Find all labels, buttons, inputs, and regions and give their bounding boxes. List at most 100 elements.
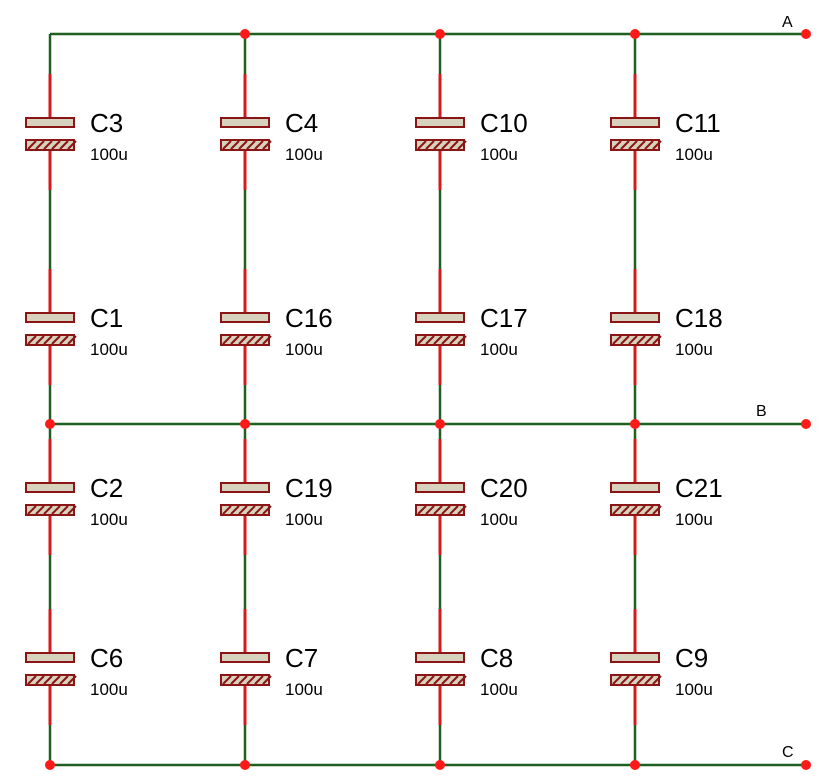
hatch-line xyxy=(449,505,459,515)
hatch-line xyxy=(417,335,427,345)
capacitor-negative-plate xyxy=(610,504,660,516)
junctions-layer xyxy=(45,29,811,770)
hatch-line xyxy=(27,675,37,685)
hatch-line xyxy=(636,505,646,515)
hatch-line xyxy=(644,505,654,515)
capacitor-ref-label: C9 xyxy=(675,643,708,673)
capacitor-negative-plate xyxy=(25,334,75,346)
capacitor-value-label: 100u xyxy=(90,145,128,164)
hatch-line xyxy=(27,505,37,515)
hatch-line xyxy=(43,675,53,685)
capacitor-ref-label: C10 xyxy=(480,108,528,138)
hatch-line xyxy=(441,675,451,685)
hatch-line xyxy=(35,505,45,515)
capacitor-negative-plate xyxy=(25,674,75,686)
capacitor-positive-plate xyxy=(220,482,270,493)
capacitor-positive-plate xyxy=(610,482,660,493)
net-label-a: A xyxy=(782,14,793,31)
hatch-line xyxy=(35,675,45,685)
hatch-line xyxy=(27,335,37,345)
capacitor-c7[interactable]: C7 100u xyxy=(220,609,323,725)
capacitor-positive-plate xyxy=(25,312,75,323)
hatch-line xyxy=(636,335,646,345)
capacitor-negative-plate xyxy=(220,674,270,686)
capacitor-negative-plate xyxy=(220,334,270,346)
capacitor-c9[interactable]: C9 100u xyxy=(610,609,713,725)
hatch-line xyxy=(628,140,638,150)
junction-dot xyxy=(240,419,250,429)
capacitor-value-label: 100u xyxy=(675,145,713,164)
capacitor-positive-plate xyxy=(610,652,660,663)
hatch-line xyxy=(51,140,61,150)
hatch-line xyxy=(417,675,427,685)
hatch-line xyxy=(67,335,77,345)
hatch-line xyxy=(441,335,451,345)
capacitor-c3[interactable]: C3 100u xyxy=(25,74,128,190)
hatch-line xyxy=(425,140,435,150)
junction-dot xyxy=(630,419,640,429)
capacitor-value-label: 100u xyxy=(480,510,518,529)
capacitor-negative-plate xyxy=(220,139,270,151)
hatch-line xyxy=(441,140,451,150)
capacitor-ref-label: C7 xyxy=(285,643,318,673)
junction-dot xyxy=(240,760,250,770)
capacitor-value-label: 100u xyxy=(675,680,713,699)
hatch-line xyxy=(425,505,435,515)
hatch-line xyxy=(652,335,662,345)
hatch-line xyxy=(222,675,232,685)
capacitor-ref-label: C3 xyxy=(90,108,123,138)
hatch-line xyxy=(644,675,654,685)
junction-dot xyxy=(435,760,445,770)
junction-dot xyxy=(801,419,811,429)
capacitor-ref-label: C8 xyxy=(480,643,513,673)
hatch-line xyxy=(457,335,467,345)
capacitor-negative-plate xyxy=(610,139,660,151)
hatch-line xyxy=(449,675,459,685)
capacitor-positive-plate xyxy=(25,482,75,493)
hatch-line xyxy=(254,140,264,150)
junction-dot xyxy=(45,419,55,429)
hatch-line xyxy=(51,675,61,685)
capacitor-positive-plate xyxy=(610,117,660,128)
hatch-line xyxy=(238,675,248,685)
junction-dot xyxy=(630,760,640,770)
hatch-line xyxy=(636,140,646,150)
hatch-line xyxy=(612,140,622,150)
hatch-line xyxy=(51,335,61,345)
hatch-line xyxy=(417,140,427,150)
hatch-line xyxy=(254,505,264,515)
hatch-line xyxy=(230,335,240,345)
capacitor-c11[interactable]: C11 100u xyxy=(610,74,721,190)
capacitor-c10[interactable]: C10 100u xyxy=(415,74,528,190)
hatch-line xyxy=(433,505,443,515)
hatch-line xyxy=(43,335,53,345)
capacitor-value-label: 100u xyxy=(285,145,323,164)
hatch-line xyxy=(230,140,240,150)
wires-layer xyxy=(48,32,806,767)
capacitor-positive-plate xyxy=(415,312,465,323)
capacitor-value-label: 100u xyxy=(480,145,518,164)
hatch-line xyxy=(457,505,467,515)
hatch-line xyxy=(67,505,77,515)
capacitor-ref-label: C11 xyxy=(675,108,721,138)
hatch-line xyxy=(652,675,662,685)
capacitor-value-label: 100u xyxy=(285,340,323,359)
capacitor-ref-label: C19 xyxy=(285,473,333,503)
hatch-line xyxy=(59,505,69,515)
junction-dot xyxy=(801,29,811,39)
capacitor-positive-plate xyxy=(610,312,660,323)
capacitor-value-label: 100u xyxy=(285,680,323,699)
capacitor-positive-plate xyxy=(415,482,465,493)
capacitor-positive-plate xyxy=(415,117,465,128)
